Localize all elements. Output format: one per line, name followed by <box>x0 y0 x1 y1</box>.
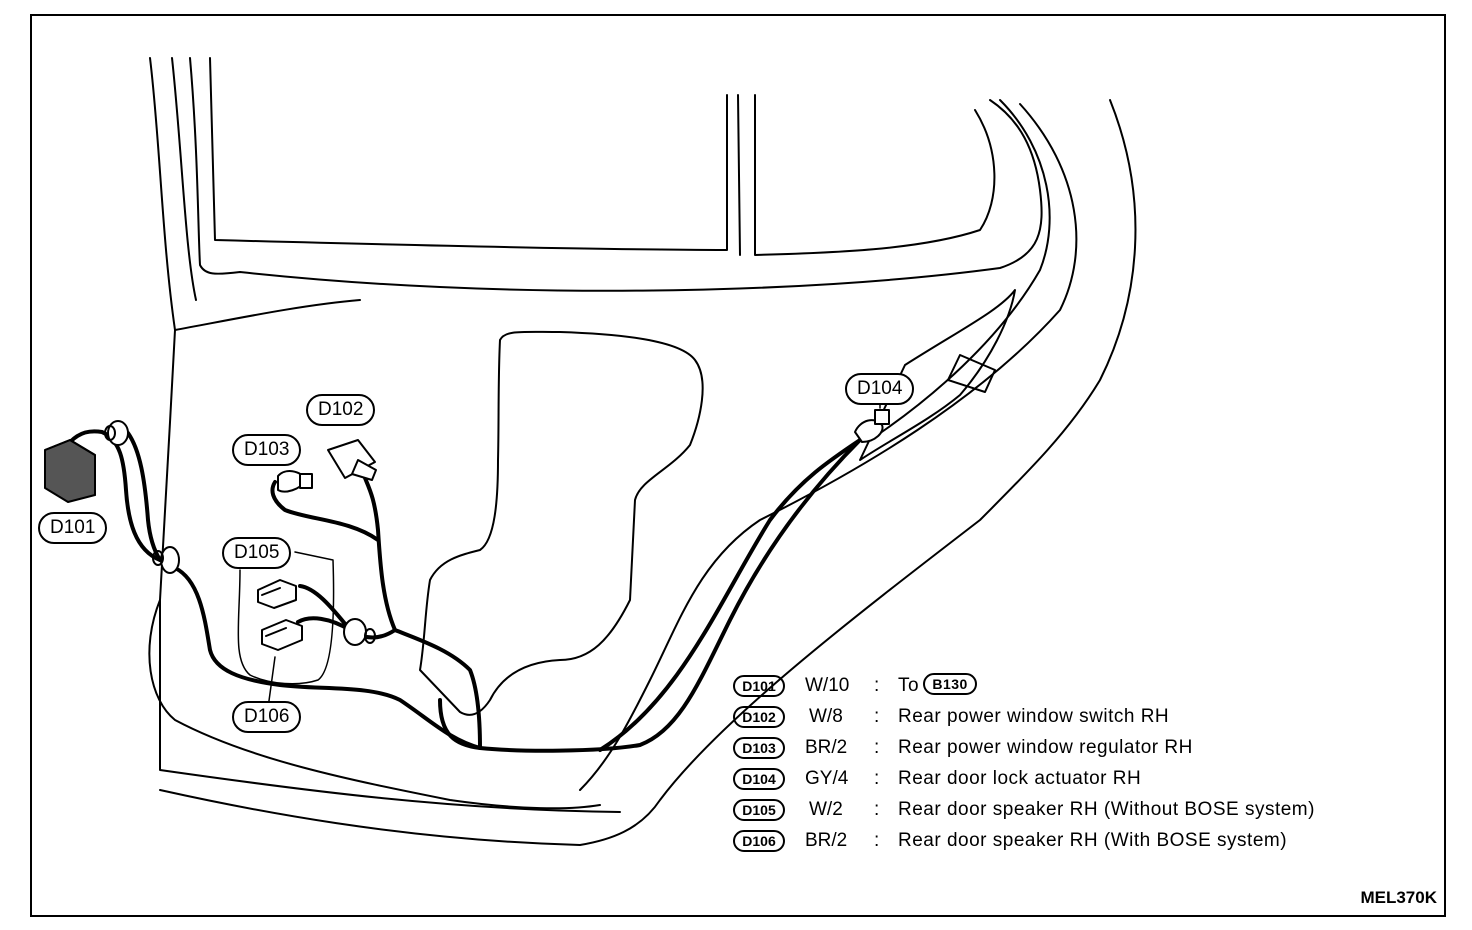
legend-connector: D105 <box>733 799 785 821</box>
legend-description: Rear door lock actuator RH <box>898 768 1142 789</box>
legend-colon: : <box>874 706 880 727</box>
legend-connector: D106 <box>733 830 785 852</box>
legend-wire: W/10 <box>805 675 850 696</box>
legend-description-text: To <box>898 675 920 696</box>
inner-panel-opening <box>419 330 704 716</box>
wire-harness <box>68 429 862 753</box>
callout-d106: D106 <box>232 701 302 733</box>
legend-row: D103 BR/2 : Rear power window regulator … <box>733 732 1433 763</box>
legend-description: Rear door speaker RH (Without BOSE syste… <box>898 799 1315 820</box>
legend-colon: : <box>874 799 880 820</box>
grommet-body <box>152 546 180 574</box>
callout-d103: D103 <box>232 434 302 466</box>
legend-row: D102 W/8 : Rear power window switch RH <box>733 701 1433 732</box>
connector-d102-body <box>327 439 377 481</box>
connector-d106-body <box>261 619 303 651</box>
legend-row: D104 GY/4 : Rear door lock actuator RH <box>733 763 1433 794</box>
connector-d104-body <box>854 409 890 443</box>
legend-colon: : <box>874 737 880 758</box>
legend-row: D105 W/2 : Rear door speaker RH (Without… <box>733 794 1433 825</box>
legend-connector: D101 <box>733 675 785 697</box>
grommet-speaker <box>343 618 376 646</box>
callout-d105: D105 <box>222 537 292 569</box>
legend-wire: W/8 <box>809 706 843 727</box>
inner-panel-recess <box>148 599 601 810</box>
figure-code: MEL370K <box>1360 888 1437 907</box>
lock-plate <box>859 289 1016 461</box>
legend-connector: D103 <box>733 737 785 759</box>
callout-d104: D104 <box>845 373 915 405</box>
lock-tab <box>947 354 996 393</box>
legend-description: Rear power window regulator RH <box>898 737 1193 758</box>
grommet-d101 <box>104 420 129 446</box>
legend-wire: BR/2 <box>805 737 848 758</box>
legend-connector: D104 <box>733 768 785 790</box>
callout-d102: D102 <box>306 394 376 426</box>
legend-row: D106 BR/2 : Rear door speaker RH (With B… <box>733 825 1433 856</box>
legend-wire: W/2 <box>809 799 843 820</box>
connector-d103-body <box>277 470 313 493</box>
legend-connector: D102 <box>733 706 785 728</box>
connector-d101-body <box>44 439 96 503</box>
legend-wire: GY/4 <box>805 768 849 789</box>
legend-colon: : <box>874 768 880 789</box>
legend-colon: : <box>874 830 880 851</box>
legend-wire: BR/2 <box>805 830 848 851</box>
connector-d105-body <box>257 579 297 609</box>
legend-description: Rear door speaker RH (With BOSE system) <box>898 830 1288 851</box>
callout-d101: D101 <box>38 512 108 544</box>
legend-colon: : <box>874 675 880 696</box>
legend-description: Rear power window switch RH <box>898 706 1170 727</box>
legend-ref-connector: B130 <box>923 673 978 695</box>
diagram-frame <box>30 14 1446 917</box>
